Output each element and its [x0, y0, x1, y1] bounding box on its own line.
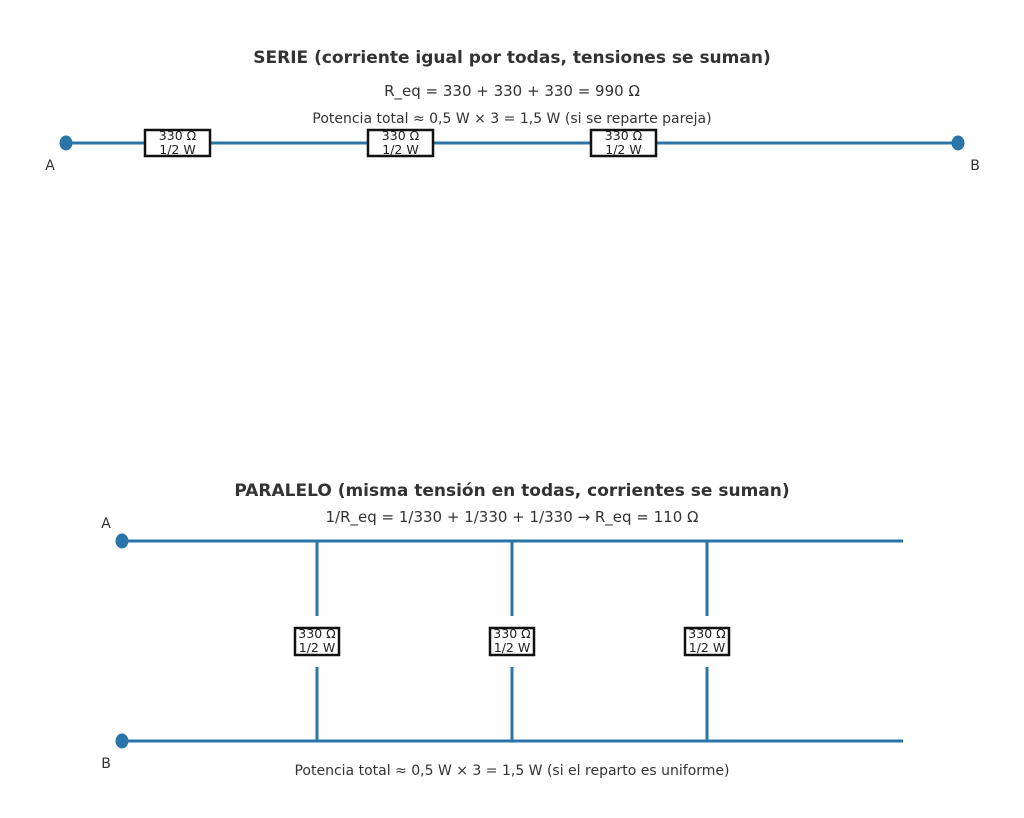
- parallel-title: PARALELO (misma tensión en todas, corrie…: [234, 481, 789, 501]
- resistor-value: 330 Ω: [382, 128, 420, 143]
- resistor-body: [366, 128, 435, 158]
- parallel-branch-1: 330 Ω 1/2 W: [293, 541, 341, 741]
- resistor-value: 330 Ω: [298, 626, 336, 641]
- resistor-rating: 1/2 W: [689, 640, 725, 655]
- series-power-note: Potencia total ≈ 0,5 W × 3 = 1,5 W (si s…: [312, 111, 711, 127]
- parallel-branch-2: 330 Ω 1/2 W: [488, 541, 536, 741]
- series-formula: R_eq = 330 + 330 + 330 = 990 Ω: [384, 82, 640, 101]
- resistor-rating: 1/2 W: [382, 142, 418, 157]
- resistor-value: 330 Ω: [688, 626, 726, 641]
- series-node-b: [951, 135, 965, 151]
- parallel-node-b: [115, 733, 129, 749]
- parallel-node-b-label: B: [101, 756, 111, 772]
- resistor-value: 330 Ω: [159, 128, 197, 143]
- parallel-power-note: Potencia total ≈ 0,5 W × 3 = 1,5 W (si e…: [294, 763, 729, 779]
- resistor-rating: 1/2 W: [494, 640, 530, 655]
- parallel-node-a-label: A: [101, 516, 111, 532]
- resistor-body: [488, 626, 536, 657]
- resistor-rating: 1/2 W: [605, 142, 641, 157]
- series-node-a: [59, 135, 73, 151]
- parallel-node-a: [115, 533, 129, 549]
- series-resistor-1: 330 Ω 1/2 W: [143, 128, 212, 158]
- resistor-rating: 1/2 W: [159, 142, 195, 157]
- resistor-body: [143, 128, 212, 158]
- resistor-body: [589, 128, 658, 158]
- resistor-value: 330 Ω: [493, 626, 531, 641]
- resistor-value: 330 Ω: [605, 128, 643, 143]
- parallel-branch-3: 330 Ω 1/2 W: [683, 541, 731, 741]
- series-circuit: SERIE (corriente igual por todas, tensio…: [45, 48, 980, 174]
- resistor-rating: 1/2 W: [299, 640, 335, 655]
- series-resistor-3: 330 Ω 1/2 W: [589, 128, 658, 158]
- series-node-a-label: A: [45, 158, 55, 174]
- parallel-circuit: PARALELO (misma tensión en todas, corrie…: [101, 481, 903, 779]
- series-resistor-2: 330 Ω 1/2 W: [366, 128, 435, 158]
- resistor-body: [683, 626, 731, 657]
- series-node-b-label: B: [970, 158, 980, 174]
- parallel-formula: 1/R_eq = 1/330 + 1/330 + 1/330 → R_eq = …: [325, 508, 698, 527]
- resistor-body: [293, 626, 341, 657]
- series-title: SERIE (corriente igual por todas, tensio…: [253, 48, 770, 68]
